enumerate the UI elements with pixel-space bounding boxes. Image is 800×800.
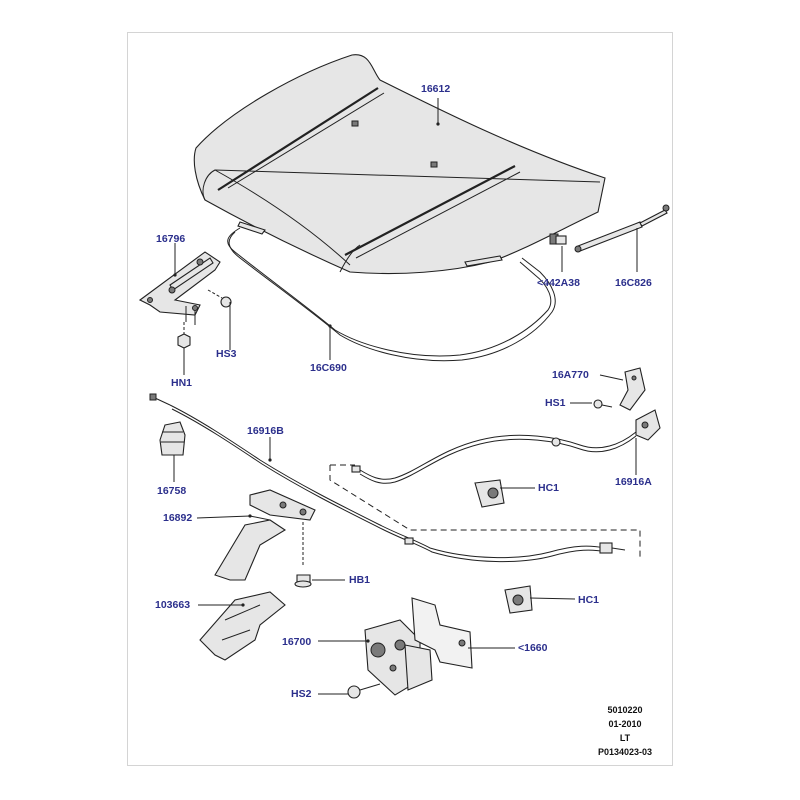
latch-bracket <box>214 489 316 581</box>
hood-latch <box>364 619 433 696</box>
label-16758[interactable]: 16758 <box>157 485 187 497</box>
label-hs1[interactable]: HS1 <box>545 397 566 409</box>
label-16a770[interactable]: 16A770 <box>552 369 589 381</box>
screw-hs2 <box>318 683 381 699</box>
label-16916a[interactable]: 16916A <box>615 476 652 488</box>
label-hc1-lower[interactable]: HC1 <box>578 594 600 606</box>
hood-panel <box>193 54 606 275</box>
label-16700[interactable]: 16700 <box>282 636 312 648</box>
label-103663[interactable]: 103663 <box>155 599 191 611</box>
label-hs3[interactable]: HS3 <box>216 348 237 360</box>
diagram-date: 01-2010 <box>608 719 642 729</box>
nut-hn1 <box>177 322 191 375</box>
label-16612[interactable]: 16612 <box>421 83 451 95</box>
cable-16916a <box>351 431 637 484</box>
label-hs2[interactable]: HS2 <box>291 688 312 700</box>
label-16892[interactable]: 16892 <box>163 512 193 524</box>
label-hc1-upper[interactable]: HC1 <box>538 482 560 494</box>
label-1660[interactable]: <1660 <box>518 642 548 654</box>
label-16c690[interactable]: 16C690 <box>310 362 347 374</box>
diagram-reference: P0134023-03 <box>597 747 653 757</box>
clip-hc1-b <box>504 585 576 614</box>
hood-seal <box>227 227 556 362</box>
bolt-hs3 <box>207 289 232 350</box>
hood-hinge <box>138 251 221 325</box>
routing-dashes <box>329 464 641 560</box>
leader-lines <box>173 98 440 643</box>
label-16c826[interactable]: 16C826 <box>615 277 652 289</box>
diagram-region: LT <box>619 733 631 743</box>
label-16916b[interactable]: 16916B <box>247 425 284 437</box>
latch-mount-bracket <box>411 597 515 669</box>
bolt-hb1 <box>294 574 345 588</box>
cable-16916b <box>149 393 626 563</box>
label-hb1[interactable]: HB1 <box>349 574 371 586</box>
release-handle <box>599 367 661 475</box>
label-16796[interactable]: 16796 <box>156 233 186 245</box>
screw-hs1 <box>570 399 613 409</box>
label-hn1[interactable]: HN1 <box>171 377 193 389</box>
gas-strut <box>574 204 670 272</box>
bump-stop <box>549 233 567 272</box>
label-442a38[interactable]: <442A38 <box>537 277 580 289</box>
clip-hc1-a <box>474 479 535 508</box>
latch-cover <box>199 591 286 661</box>
diagram-code: 5010220 <box>607 705 643 715</box>
rubber-bumper <box>159 421 186 482</box>
